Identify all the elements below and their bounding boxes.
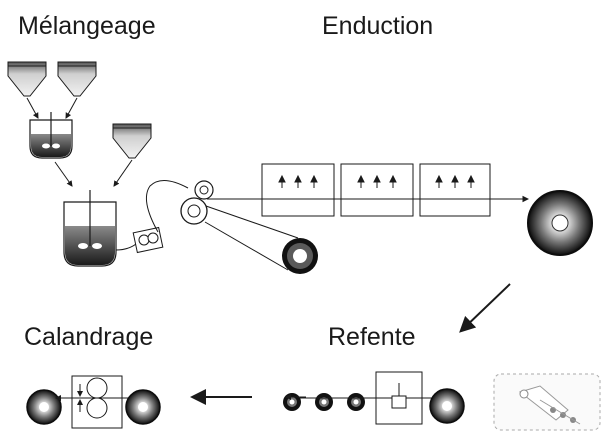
pump-icon [132, 226, 164, 254]
roll-icon [282, 238, 318, 274]
dryer-oven-icon [419, 163, 491, 217]
hopper-icon [112, 123, 152, 159]
stage-label-coating: Enduction [322, 12, 434, 40]
roll-icon [125, 389, 161, 425]
roll-icon [347, 393, 365, 411]
slitter-knife-icon [375, 371, 423, 425]
stage-label-slitting: Refente [328, 323, 416, 351]
roll-icon [283, 393, 301, 411]
hopper-icon [57, 61, 97, 97]
stage-label-mixing: Mélangeage [18, 12, 156, 40]
roll-icon [194, 180, 214, 200]
dryer-oven-icon [261, 163, 335, 217]
roll-icon [26, 389, 62, 425]
dryer-oven-icon [340, 163, 414, 217]
roll-icon [315, 393, 333, 411]
mixer-tank-icon [63, 190, 117, 267]
calender-roller-icon [71, 375, 123, 429]
mixer-tank-icon [29, 112, 73, 159]
stage-label-calendering: Calandrage [24, 323, 154, 351]
roll-icon [180, 197, 208, 225]
roll-icon [429, 388, 465, 424]
slitting-inset-panel [493, 373, 601, 431]
hopper-icon [7, 61, 47, 97]
roll-icon [527, 190, 593, 256]
